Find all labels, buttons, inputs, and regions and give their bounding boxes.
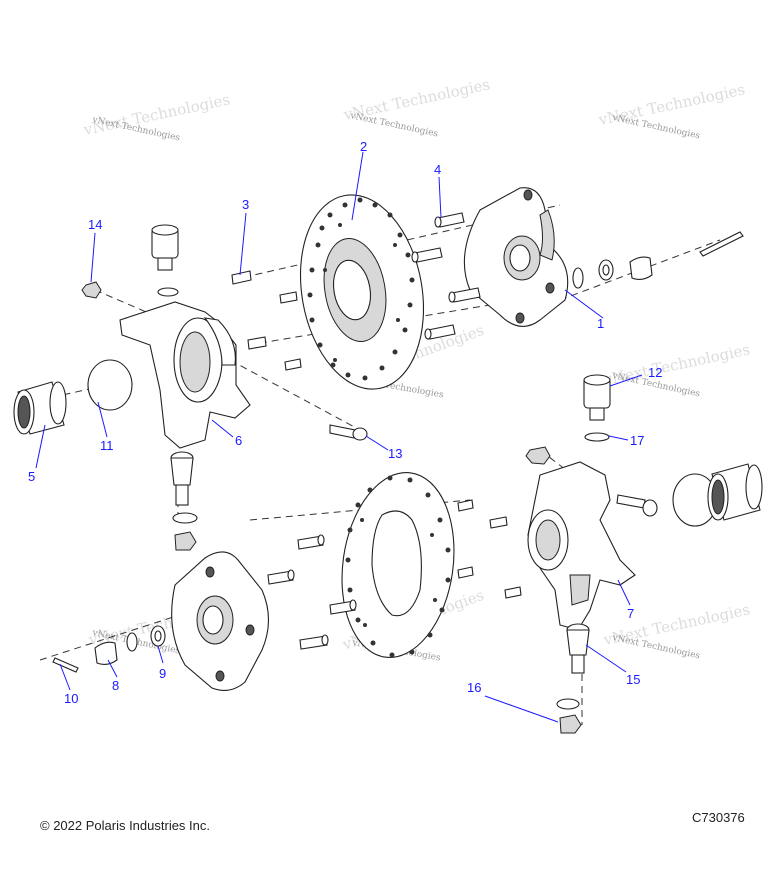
callout-16: 16 <box>467 680 481 695</box>
bolt-13 <box>329 424 356 439</box>
hex-nut-16 <box>559 714 582 734</box>
axis-line <box>39 609 196 661</box>
castle-nut-lower <box>94 641 118 666</box>
copyright-notice: © 2022 Polaris Industries Inc. <box>40 818 210 833</box>
callouts: 1 2 3 4 5 6 7 8 9 10 11 12 13 14 15 16 1 <box>28 139 662 723</box>
hex-nut-14 <box>81 281 102 299</box>
watermark: vNext Technologies <box>348 111 439 140</box>
callout-3: 3 <box>242 197 249 212</box>
watermark: vNext Technologies <box>610 113 701 142</box>
callout-10: 10 <box>64 691 78 706</box>
callout-7: 7 <box>627 606 634 621</box>
callout-9: 9 <box>159 666 166 681</box>
cotter-pin <box>699 231 744 257</box>
bolt-13-head <box>352 427 368 441</box>
wheel-studs-lower <box>267 534 357 650</box>
callout-6: 6 <box>235 433 242 448</box>
ball-joint-12 <box>583 374 611 442</box>
wheel-studs-upper <box>411 212 481 340</box>
brake-disc-upper <box>299 194 425 390</box>
wheel-hub-upper <box>463 187 569 327</box>
seal-washer <box>572 267 584 289</box>
callout-15: 15 <box>626 672 640 687</box>
callout-5: 5 <box>28 469 35 484</box>
knuckle-bolt <box>616 494 646 509</box>
steering-knuckle-upper <box>119 301 251 449</box>
callout-4: 4 <box>434 162 441 177</box>
brake-disc-lower <box>341 472 455 658</box>
brake-bolt <box>247 336 267 350</box>
brake-bolt <box>457 499 474 512</box>
washer-lower-inner <box>154 630 162 642</box>
callout-1: 1 <box>597 316 604 331</box>
brake-bolt <box>504 586 522 599</box>
callout-11: 11 <box>100 438 114 453</box>
callout-8: 8 <box>112 678 119 693</box>
brake-bolt <box>279 291 298 304</box>
wheel-bearing-lower <box>707 463 763 521</box>
callout-2: 2 <box>360 139 367 154</box>
callout-14: 14 <box>88 217 102 232</box>
ball-joint-lower-upper-assembly <box>170 451 198 551</box>
washer-inner <box>602 264 610 276</box>
lower-assembly <box>39 374 763 734</box>
castle-nut <box>629 256 653 281</box>
cotter-pin-lower <box>52 657 79 673</box>
brake-bolt <box>457 566 474 579</box>
washer-16 <box>556 698 580 710</box>
brake-bolt <box>231 270 252 285</box>
snap-ring-upper <box>87 359 133 411</box>
brake-bolt <box>489 516 508 529</box>
upper-assembly <box>13 187 744 551</box>
ball-joint-15 <box>566 623 590 674</box>
snap-ring-17 <box>584 432 610 442</box>
callout-13: 13 <box>388 446 402 461</box>
hex-nut-lower <box>525 446 551 465</box>
axis-line <box>229 359 361 431</box>
steering-knuckle-lower <box>527 461 636 631</box>
wheel-hub-lower <box>171 551 270 691</box>
callout-12: 12 <box>648 365 662 380</box>
brake-bolt <box>284 358 302 371</box>
diagram-code: C730376 <box>692 810 745 825</box>
seal-washer-lower <box>126 632 138 652</box>
knuckle-bolt-head <box>642 499 658 517</box>
callout-17: 17 <box>630 433 644 448</box>
ball-joint-upper <box>151 224 179 297</box>
wheel-bearing-upper <box>13 381 67 435</box>
